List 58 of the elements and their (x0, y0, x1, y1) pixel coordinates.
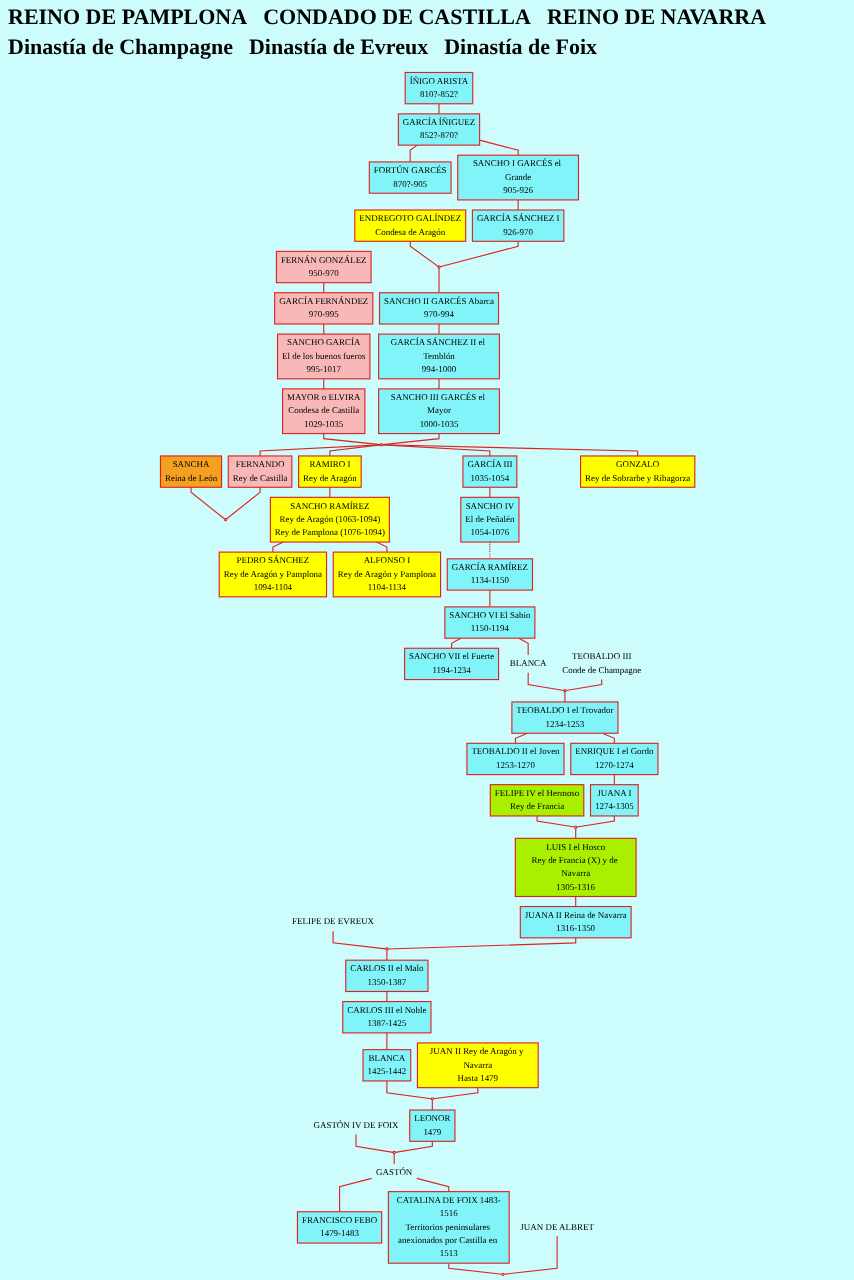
connector (331, 930, 386, 950)
section-heading: Dinastía de Evreux (248, 36, 429, 62)
connector (535, 815, 575, 828)
node-circle (384, 947, 388, 951)
connector (354, 1134, 393, 1153)
connector (478, 139, 519, 156)
connector (437, 378, 439, 390)
section-heading: Dinastía de Champagne (8, 36, 233, 62)
connector (225, 486, 260, 520)
connector (437, 323, 439, 335)
connector (385, 990, 387, 1003)
connector (258, 444, 381, 457)
node-circle (500, 1272, 504, 1277)
node-circle (562, 689, 566, 693)
connector (502, 1235, 557, 1275)
node-circle (430, 1097, 434, 1101)
connector (438, 240, 519, 268)
node-circle (379, 443, 383, 447)
connector (386, 937, 576, 950)
connector (394, 1140, 433, 1153)
connector (437, 103, 439, 115)
section-heading: CONDADO DE CASTILLA (263, 6, 531, 32)
connector (447, 1262, 502, 1275)
connector (432, 1087, 478, 1100)
section-heading: Dinastía de Foix (444, 36, 598, 62)
connector (526, 672, 564, 692)
node-circle (223, 518, 227, 522)
connector (564, 679, 602, 692)
connector (271, 541, 284, 553)
connector (381, 433, 439, 446)
connector (381, 444, 490, 457)
connector (488, 589, 490, 608)
connector (488, 486, 490, 498)
connector (450, 637, 461, 649)
connector (385, 1080, 432, 1100)
connector (415, 1177, 449, 1193)
connector (408, 144, 418, 163)
connector (328, 486, 330, 498)
connector (488, 541, 490, 560)
connector (385, 1032, 387, 1051)
connector (322, 433, 381, 446)
connector (516, 199, 519, 211)
connector (375, 541, 387, 553)
node-circle (391, 1150, 396, 1155)
connector (328, 444, 381, 457)
connector (575, 815, 615, 828)
connector (563, 691, 565, 703)
connector (189, 486, 225, 520)
connector (381, 444, 638, 457)
section-heading: REINO DE PAMPLONA (8, 6, 248, 32)
connector (514, 732, 528, 744)
connector (385, 949, 387, 961)
connector (409, 240, 438, 267)
section-heading: REINO DE NAVARRA (546, 6, 767, 32)
connector (437, 267, 439, 294)
connector (392, 1153, 395, 1165)
node-circle (436, 265, 441, 269)
node-circle (573, 825, 577, 829)
